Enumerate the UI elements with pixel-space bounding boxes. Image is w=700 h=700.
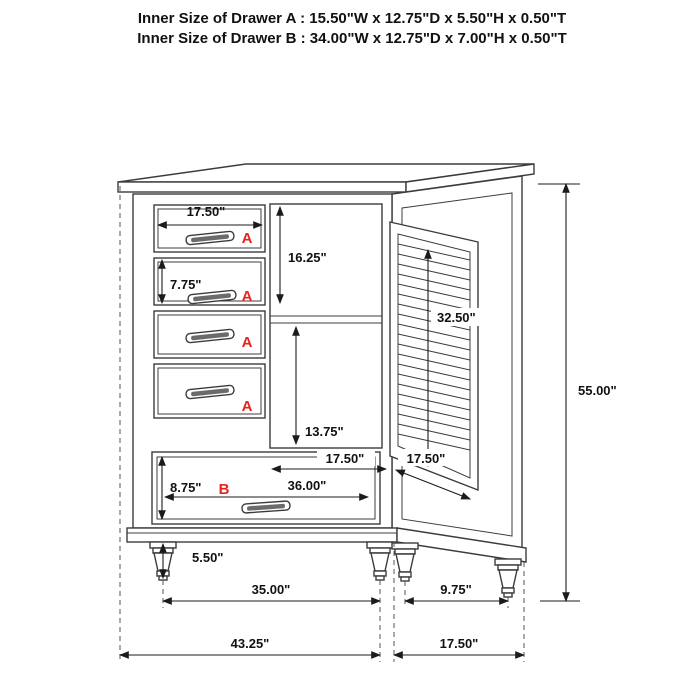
projection-lines: [119, 186, 525, 662]
drawer-a-2-letter: A: [242, 288, 253, 305]
dim-door-width-label: 17.50": [407, 451, 446, 466]
door-width-label-bg: [398, 449, 456, 466]
drawer-b-letter: B: [219, 481, 230, 498]
cabinet-opening: [269, 203, 383, 449]
dim-shelf-section-height-label: 13.75": [305, 424, 344, 439]
dimension-lines: [118, 182, 580, 659]
dim-upper-two-drawer-height-label: 16.25": [288, 250, 327, 265]
drawer-a-3-letter: A: [242, 334, 253, 351]
header-drawer-a-size: Inner Size of Drawer A : 15.50"W x 12.75…: [138, 10, 566, 27]
shelf: [270, 315, 382, 324]
dim-bottom-drawer-width-label: 36.00": [288, 478, 327, 493]
dim-overall-height-label: 55.00": [578, 383, 617, 398]
drawer-a-1-letter: A: [242, 230, 253, 247]
header-drawer-b-size: Inner Size of Drawer B : 34.00"W x 12.75…: [137, 30, 566, 47]
foot-side-front: [391, 542, 419, 582]
chest-base: [126, 527, 527, 563]
dim-overall-depth-label: 17.50": [440, 636, 479, 651]
dim-bottom-drawer-height-label: 8.75": [170, 480, 201, 495]
foot-front-right: [366, 541, 394, 581]
dim-side-feet-spacing-label: 9.75": [440, 582, 471, 597]
dim-foot-height-label: 5.50": [192, 550, 223, 565]
dim-door-opening-height-label: 32.50": [437, 310, 476, 325]
dim-overall-width-label: 43.25": [231, 636, 270, 651]
opening-width-label-bg: [317, 449, 375, 466]
dim-top-drawer-width-label: 17.50": [187, 204, 226, 219]
dim-opening-width-label: 17.50": [326, 451, 365, 466]
drawer-a-4-letter: A: [242, 398, 253, 415]
door-opening-height-label-bg: [431, 308, 489, 326]
dim-small-drawer-height-label: 7.75": [170, 277, 201, 292]
dim-front-feet-spacing-label: 35.00": [252, 582, 291, 597]
foot-side-back: [494, 558, 522, 598]
chest-top: [117, 163, 535, 193]
